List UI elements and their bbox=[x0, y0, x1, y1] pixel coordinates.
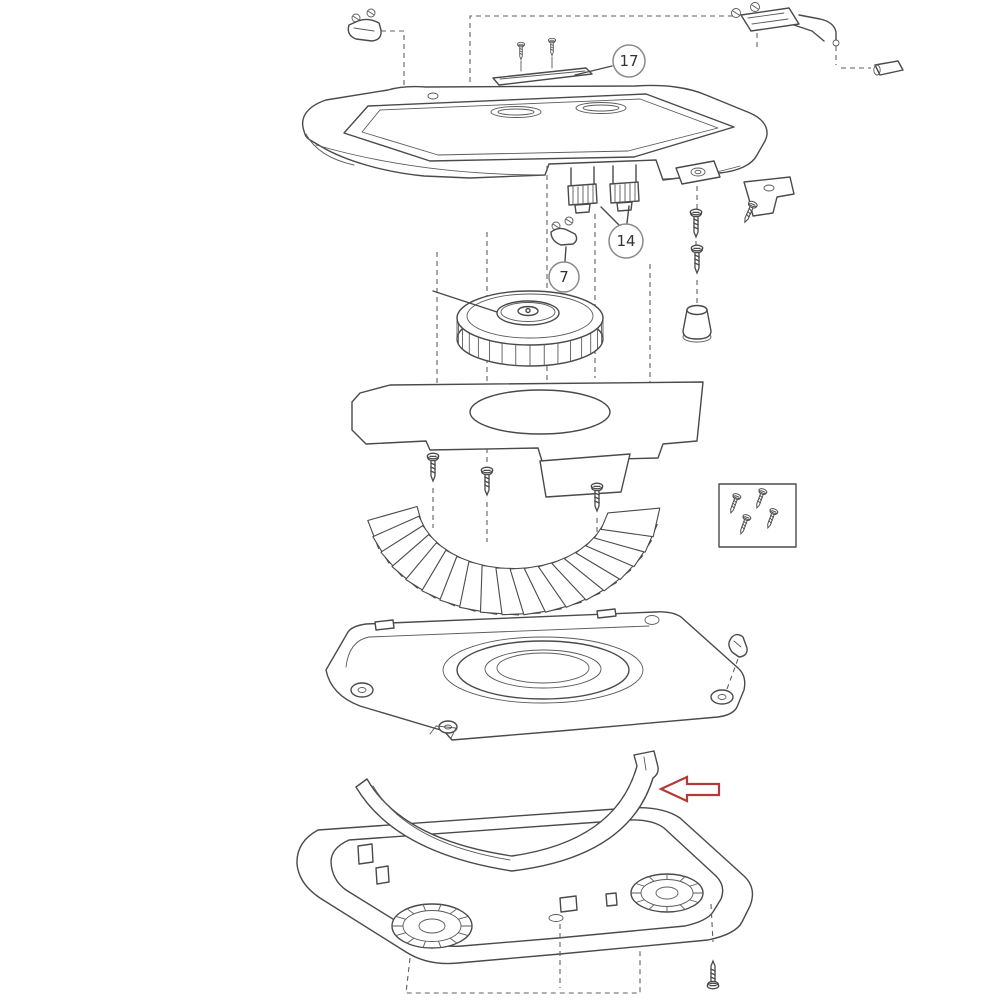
blower-wheel bbox=[432, 290, 604, 367]
brass-fitting-part bbox=[873, 60, 904, 76]
garnish-frame bbox=[296, 807, 754, 965]
assembly-guide-lines-bottom bbox=[405, 903, 720, 994]
clamp-part-7 bbox=[550, 216, 578, 262]
gasket-strip-part bbox=[492, 37, 613, 86]
mounting-plate bbox=[351, 381, 704, 498]
callout-7: 7 bbox=[548, 261, 580, 293]
callout-17: 17 bbox=[612, 44, 646, 78]
callout-14-label: 14 bbox=[616, 232, 635, 250]
red-arrow-annotation bbox=[658, 775, 721, 803]
rubber-knob-part bbox=[682, 304, 712, 343]
plate-screws bbox=[426, 452, 604, 548]
top-left-clamp-part bbox=[347, 8, 382, 42]
screw-icon bbox=[689, 208, 703, 238]
retainer-clip-part bbox=[726, 633, 748, 690]
screw-icon bbox=[690, 244, 704, 274]
connector-blocks-part bbox=[567, 164, 640, 227]
screw-icon bbox=[517, 41, 525, 60]
callout-7-label: 7 bbox=[559, 268, 569, 286]
screw-boss-right bbox=[630, 873, 704, 913]
screw-icon bbox=[548, 37, 556, 56]
screw-icon bbox=[480, 466, 494, 496]
screw-boss-left bbox=[391, 903, 473, 949]
screw-icon bbox=[590, 482, 604, 512]
callout-14: 14 bbox=[608, 223, 644, 259]
trim-ring-part bbox=[355, 750, 659, 872]
pleated-duct-ring bbox=[367, 505, 661, 616]
ceiling-plate bbox=[325, 608, 746, 741]
screw-icon bbox=[706, 960, 720, 990]
screw-icon bbox=[426, 452, 440, 482]
screw-pack-box bbox=[718, 483, 797, 548]
top-cover-shroud bbox=[302, 84, 768, 181]
assembly-guide-lines-top bbox=[381, 15, 871, 86]
right-side-mounting-parts bbox=[675, 160, 795, 343]
top-right-valve-assembly bbox=[731, 2, 840, 47]
callout-17-label: 17 bbox=[619, 52, 638, 70]
